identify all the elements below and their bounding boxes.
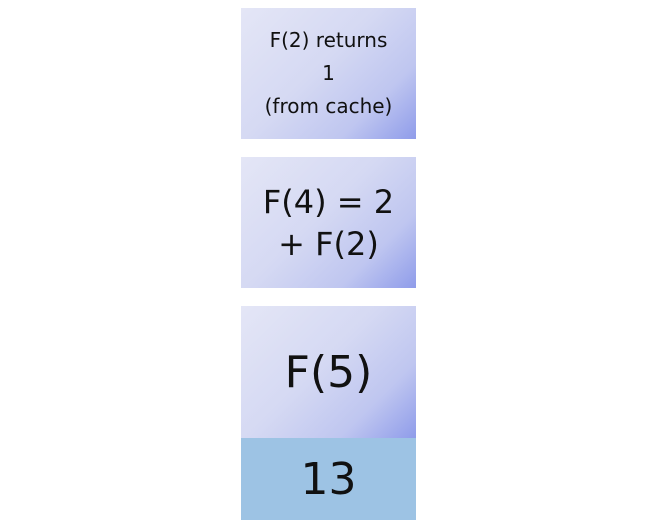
frame-line: F(4) = 2 (262, 182, 395, 221)
result-value: 13 (300, 453, 357, 505)
frame-line: (from cache) (264, 94, 393, 118)
stack-frame-f5: F(5) (241, 306, 416, 438)
result-value-box: 13 (241, 438, 416, 520)
stack-frame-f2-cached: F(2) returns 1 (from cache) (241, 8, 416, 139)
frame-line: 1 (322, 61, 335, 85)
stack-frame-f4: F(4) = 2 + F(2) (241, 157, 416, 288)
frame-label: F(5) (284, 346, 373, 398)
frame-line: F(2) returns (269, 28, 388, 52)
frame-line: + F(2) (278, 224, 379, 263)
